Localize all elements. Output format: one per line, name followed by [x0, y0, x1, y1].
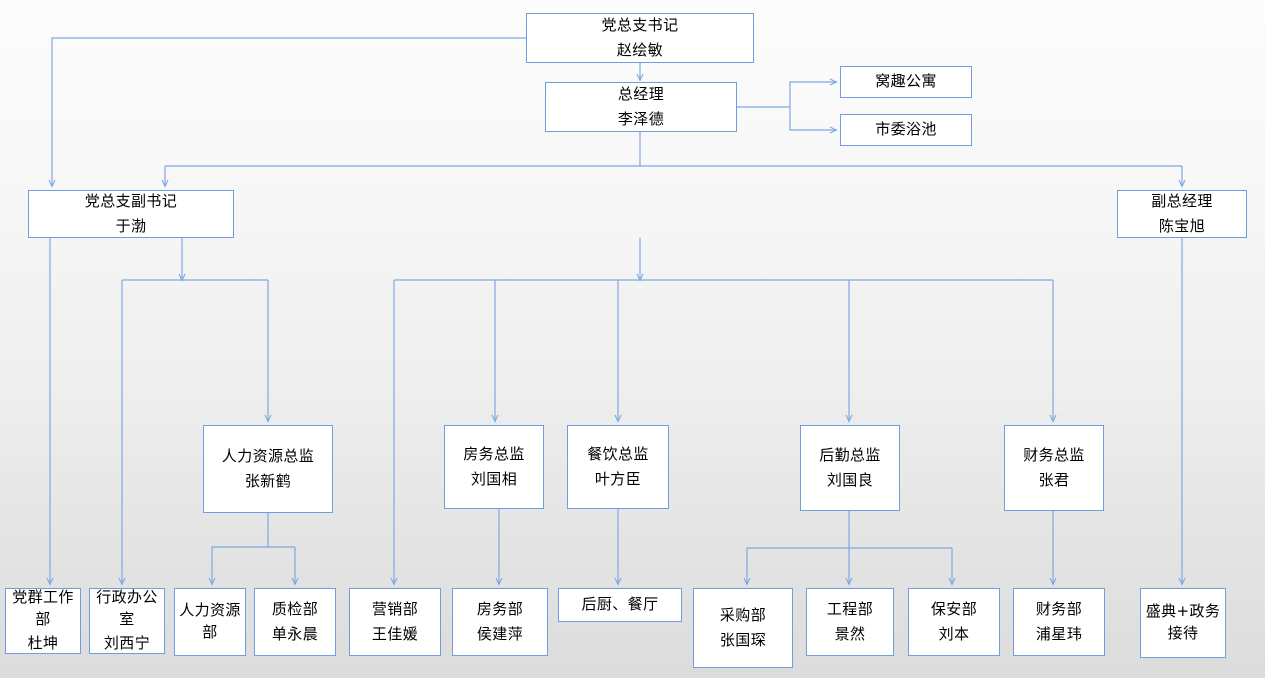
node-role: 房务部	[476, 599, 524, 618]
node-role: 保安部	[930, 599, 978, 618]
node-n9[interactable]: 餐饮总监叶方臣	[567, 425, 669, 509]
node-role: 工程部	[826, 599, 874, 618]
node-role: 房务总监	[463, 444, 525, 463]
node-role: 盛典+政务接待	[1145, 602, 1221, 642]
node-person-name: 叶方臣	[594, 469, 642, 488]
node-role: 党群工作部	[12, 587, 74, 628]
node-n11[interactable]: 财务总监张君	[1004, 425, 1104, 511]
node-person-name: 张新鹤	[244, 471, 292, 490]
node-person-name: 浦星玮	[1035, 624, 1083, 643]
node-person-name: 单永晨	[271, 624, 319, 643]
node-role: 副总经理	[1151, 191, 1213, 210]
node-n8[interactable]: 房务总监刘国相	[444, 425, 544, 509]
node-n3[interactable]: 窝趣公寓	[840, 66, 972, 98]
node-person-name: 刘国良	[826, 470, 874, 489]
node-person-name: 刘本	[938, 624, 970, 643]
node-role: 党总支书记	[601, 15, 679, 34]
node-person-name: 陈宝旭	[1158, 216, 1206, 235]
node-n13[interactable]: 行政办公室刘西宁	[89, 588, 165, 654]
node-role: 人力资源部	[179, 601, 241, 641]
node-n17[interactable]: 房务部侯建萍	[452, 588, 548, 656]
node-role: 后厨、餐厅	[581, 595, 659, 614]
node-person-name: 侯建萍	[476, 624, 524, 643]
node-role: 市委浴池	[875, 120, 937, 139]
node-role: 采购部	[719, 605, 767, 624]
edge-secretary-to-deputy-secretary	[48, 37, 526, 188]
node-n5[interactable]: 党总支副书记于渤	[28, 190, 234, 238]
node-person-name: 李泽德	[617, 109, 665, 128]
node-person-name: 杜坤	[27, 634, 59, 653]
node-person-name: 王佳媛	[371, 624, 419, 643]
node-person-name: 赵绘敏	[616, 40, 664, 59]
node-n19[interactable]: 采购部张国琛	[693, 588, 793, 668]
node-role: 财务总监	[1023, 445, 1085, 464]
node-n6[interactable]: 副总经理陈宝旭	[1117, 190, 1247, 238]
edge-gm-to-apartment	[789, 78, 838, 107]
node-n4[interactable]: 市委浴池	[840, 114, 972, 146]
node-role: 质检部	[271, 599, 319, 618]
node-role: 行政办公室	[96, 587, 158, 628]
node-person-name: 刘西宁	[103, 634, 151, 653]
node-role: 营销部	[371, 599, 419, 618]
node-person-name: 刘国相	[470, 469, 518, 488]
node-role: 党总支副书记	[84, 191, 178, 210]
node-n14[interactable]: 人力资源部	[174, 588, 246, 656]
node-n16[interactable]: 营销部王佳媛	[349, 588, 441, 656]
edge-gm-to-bathhouse	[789, 107, 838, 134]
node-role: 人力资源总监	[221, 446, 315, 465]
node-person-name: 张君	[1038, 470, 1070, 489]
node-role: 总经理	[617, 84, 665, 103]
node-n15[interactable]: 质检部单永晨	[254, 588, 336, 656]
node-person-name: 景然	[834, 624, 866, 643]
node-n2[interactable]: 总经理李泽德	[545, 82, 737, 132]
node-person-name: 于渤	[115, 216, 147, 235]
node-n21[interactable]: 保安部刘本	[908, 588, 1000, 656]
node-n7[interactable]: 人力资源总监张新鹤	[203, 425, 333, 513]
node-role: 后勤总监	[819, 445, 881, 464]
node-person-name: 张国琛	[719, 630, 767, 649]
node-n18[interactable]: 后厨、餐厅	[558, 588, 682, 622]
node-role: 餐饮总监	[587, 444, 649, 463]
node-role: 窝趣公寓	[875, 72, 937, 91]
node-n23[interactable]: 盛典+政务接待	[1140, 588, 1226, 658]
node-n22[interactable]: 财务部浦星玮	[1013, 588, 1105, 656]
node-role: 财务部	[1035, 599, 1083, 618]
node-n1[interactable]: 党总支书记赵绘敏	[526, 13, 754, 63]
node-n20[interactable]: 工程部景然	[806, 588, 894, 656]
node-n10[interactable]: 后勤总监刘国良	[800, 425, 900, 511]
node-n12[interactable]: 党群工作部杜坤	[5, 588, 81, 654]
